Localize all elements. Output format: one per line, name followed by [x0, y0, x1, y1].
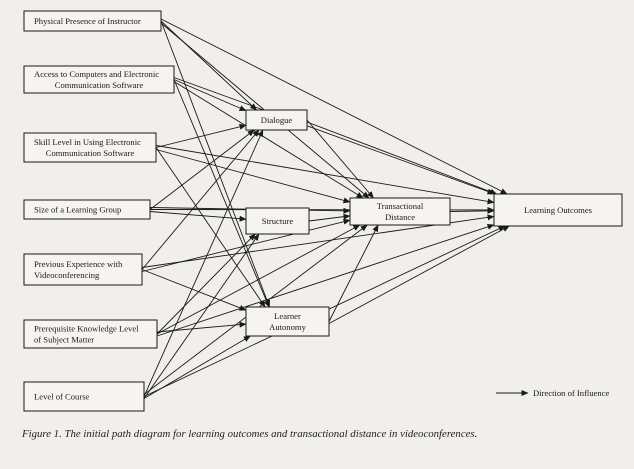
node-level: Level of Course: [23, 381, 145, 412]
node-label: Access to Computers and Electronic: [34, 69, 159, 79]
node-outcomes: Learning Outcomes: [493, 193, 623, 227]
node-box: [23, 319, 158, 349]
node-box: [245, 306, 330, 337]
node-label: Distance: [385, 212, 415, 222]
edge-physical-to-outcomes: [160, 18, 508, 195]
node-label: Prerequisite Knowledge Level: [34, 324, 139, 334]
edge-level-to-autonomy: [143, 335, 251, 399]
node-access: Access to Computers and ElectronicCommun…: [23, 65, 175, 94]
node-label: Dialogue: [261, 115, 293, 125]
edge-prereq-to-autonomy: [156, 321, 247, 333]
figure-caption: Figure 1. The initial path diagram for l…: [22, 428, 478, 440]
edge-skill-to-dialogue: [155, 123, 247, 148]
node-box: [245, 207, 310, 235]
node-label: Size of a Learning Group: [34, 205, 121, 215]
node-box: [23, 132, 157, 163]
edge-access-to-dialogue: [173, 79, 247, 112]
node-label: of Subject Matter: [34, 335, 94, 345]
node-label: Previous Experience with: [34, 259, 123, 269]
edge-dialogue-to-outcomes: [306, 121, 498, 195]
edge-prereq-to-distance: [156, 224, 361, 335]
node-label: Skill Level in Using Electronic: [34, 137, 141, 147]
edge-experience-to-autonomy: [141, 269, 247, 311]
edge-size-to-dialogue: [149, 129, 255, 210]
node-box: [23, 199, 151, 220]
edge-autonomy-to-outcomes: [328, 225, 510, 324]
edge-size-to-structure: [149, 211, 247, 222]
node-physical: Physical Presence of Instructor: [23, 10, 162, 32]
edge-experience-to-distance: [141, 218, 351, 272]
edge-access-to-autonomy: [173, 79, 270, 308]
edge-level-to-structure: [143, 233, 260, 399]
node-box: [23, 253, 143, 286]
node-structure: Structure: [245, 207, 310, 235]
edge-skill-to-distance: [155, 149, 351, 204]
edge-skill-to-outcomes: [155, 145, 495, 205]
edge-skill-to-autonomy: [155, 147, 266, 308]
node-experience: Previous Experience withVideoconferencin…: [23, 253, 143, 286]
edge-physical-to-dialogue: [160, 20, 257, 111]
node-label: Level of Course: [34, 392, 90, 402]
edge-experience-to-dialogue: [141, 129, 260, 270]
node-size: Size of a Learning Group: [23, 199, 151, 220]
edge-access-to-outcomes: [173, 77, 495, 195]
node-skill: Skill Level in Using ElectronicCommunica…: [23, 132, 157, 163]
edge-structure-to-distance: [308, 213, 351, 222]
node-dialogue: Dialogue: [245, 109, 308, 131]
node-label: Autonomy: [269, 322, 306, 332]
node-box: [23, 65, 175, 94]
edge-dialogue-to-distance: [306, 119, 374, 199]
edge-physical-to-autonomy: [160, 20, 271, 308]
edge-autonomy-to-distance: [328, 224, 379, 322]
edge-access-to-distance: [173, 81, 364, 199]
edge-prereq-to-structure: [156, 233, 256, 335]
node-box: [349, 197, 451, 226]
node-label: Transactional: [377, 201, 424, 211]
legend: Direction of Influence: [496, 388, 610, 398]
node-label: Communication Software: [46, 148, 135, 158]
node-box: [245, 109, 308, 131]
edge-prereq-to-outcomes: [156, 223, 495, 337]
node-box: [23, 381, 145, 412]
node-label: Videoconferencing: [34, 270, 100, 280]
node-label: Learner: [274, 311, 301, 321]
node-label: Learning Outcomes: [524, 205, 593, 215]
edges: [141, 18, 510, 399]
node-label: Structure: [262, 216, 294, 226]
node-label: Physical Presence of Instructor: [34, 16, 141, 26]
node-label: Communication Software: [55, 80, 144, 90]
legend-label: Direction of Influence: [533, 388, 610, 398]
node-box: [493, 193, 623, 227]
edge-distance-to-outcomes: [449, 207, 495, 214]
edge-level-to-dialogue: [143, 129, 264, 397]
node-box: [23, 10, 162, 32]
